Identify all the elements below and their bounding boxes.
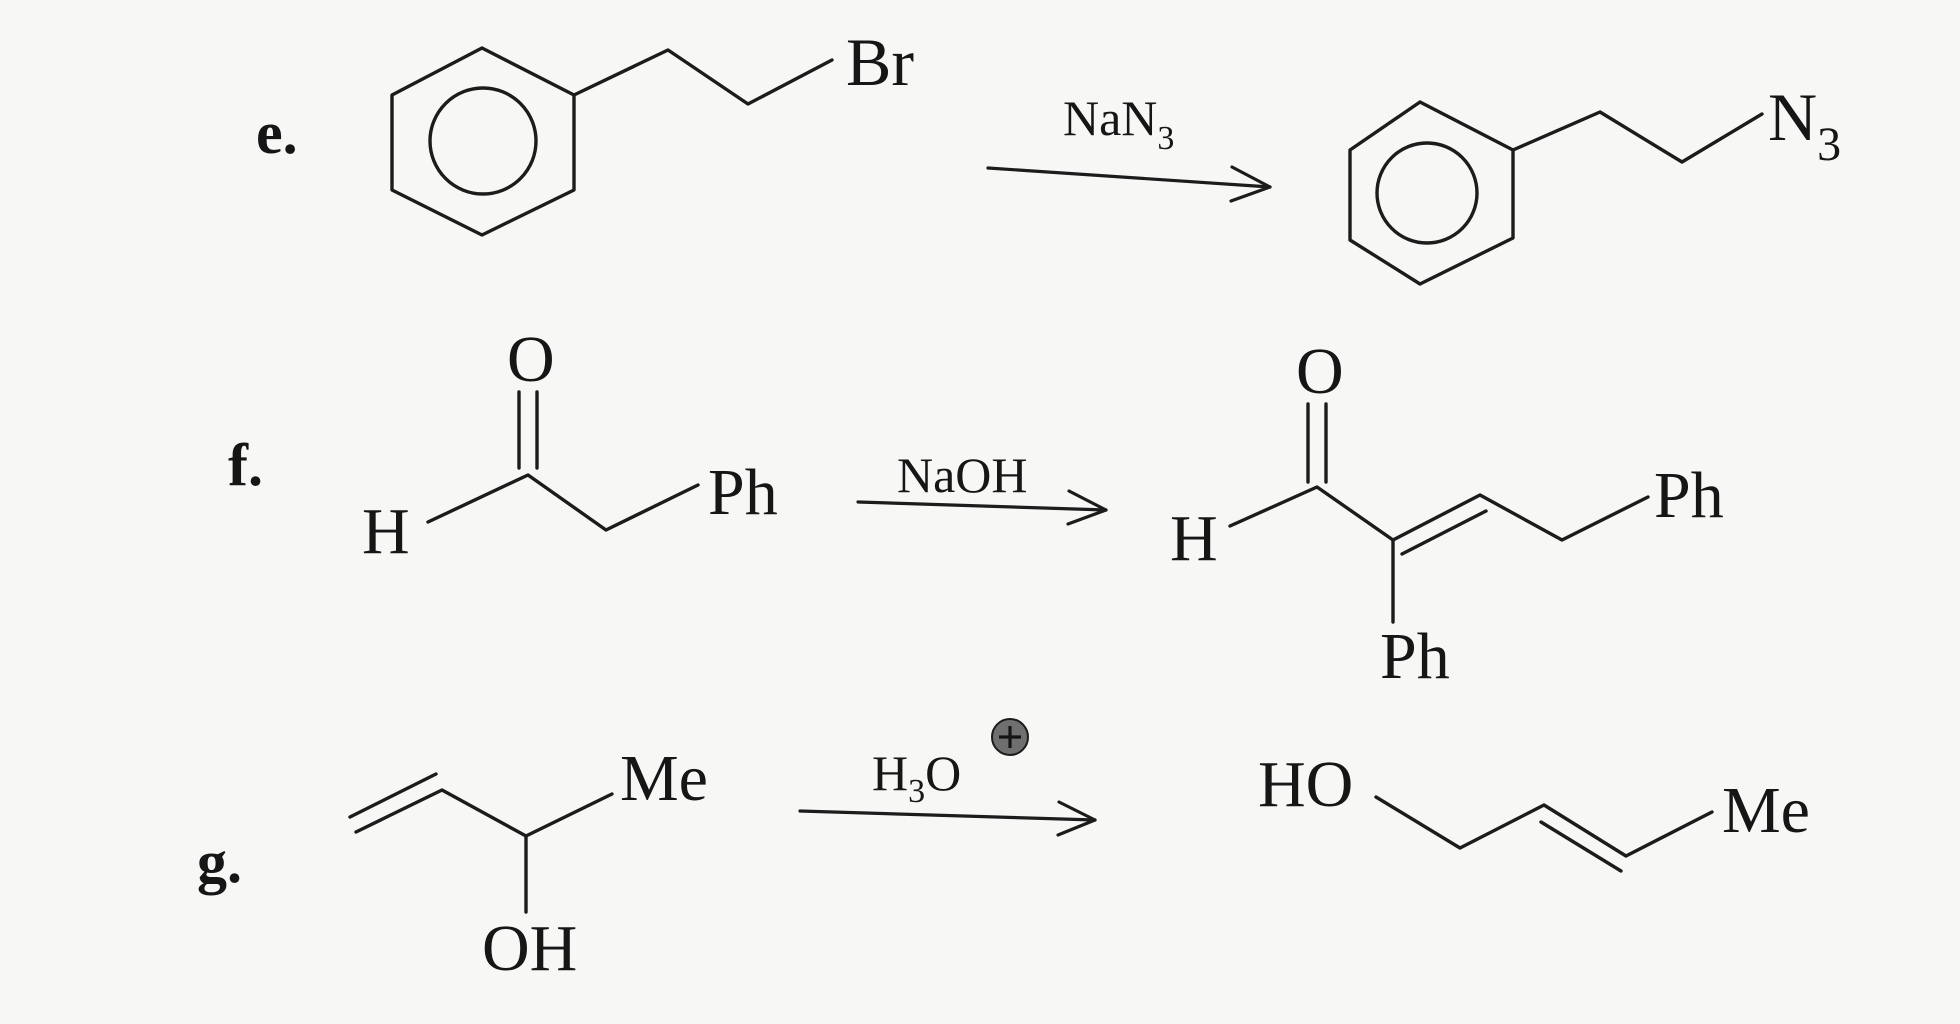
- oxygen-atom: O: [507, 323, 555, 396]
- phenyl-group-lower: Ph: [1380, 620, 1450, 693]
- reactant-e-molecule: Br: [390, 24, 914, 237]
- hydroxyl-group: OH: [482, 912, 577, 985]
- aromatic-circle: [428, 86, 538, 196]
- ethyl-chain: [572, 48, 834, 106]
- reagent-e-text: NaN3: [1063, 90, 1174, 157]
- bromine-atom: Br: [846, 24, 914, 100]
- ethyl-chain: [1511, 110, 1764, 164]
- positive-charge-icon: [991, 718, 1029, 756]
- reagent-e-subscript: 3: [1157, 120, 1174, 157]
- reaction-label-g: g.: [197, 829, 242, 895]
- aromatic-circle: [1375, 141, 1479, 245]
- carbon-chain: [1374, 795, 1714, 858]
- reagent-f: NaOH: [897, 447, 1028, 503]
- benzene-ring: [390, 46, 576, 237]
- carbon-chain: [426, 473, 700, 532]
- reagent-g-subscript: 3: [908, 773, 925, 810]
- hydroxyl-group: HO: [1258, 748, 1353, 821]
- alkene-double-bond: [1400, 509, 1488, 556]
- reaction-g: g. Me OH H3O HO Me: [197, 718, 1810, 985]
- methyl-group: Me: [1722, 774, 1810, 847]
- alkene-double-bond: [348, 772, 438, 819]
- reaction-e: e. Br NaN3 N3: [256, 24, 1841, 286]
- azide-subscript: 3: [1817, 118, 1841, 171]
- reagent-g-text: H3O: [872, 745, 961, 810]
- reaction-arrow-g: [798, 800, 1097, 837]
- reaction-f: f. O H Ph NaOH O H Ph Ph: [228, 323, 1724, 693]
- reactant-g-molecule: Me OH: [348, 742, 708, 985]
- benzene-ring: [1348, 100, 1515, 286]
- carbon-chain: [1228, 485, 1650, 542]
- product-g-molecule: HO Me: [1258, 748, 1810, 873]
- product-f-molecule: O H Ph Ph: [1170, 335, 1724, 693]
- reactant-f-molecule: O H Ph: [362, 323, 778, 568]
- reaction-label-f: f.: [228, 432, 263, 498]
- phenyl-group: Ph: [708, 456, 778, 529]
- oxygen-atom: O: [1296, 335, 1344, 408]
- reagent-e: NaN3: [1063, 90, 1174, 157]
- alkene-double-bond: [1539, 820, 1623, 873]
- reagent-g: H3O: [872, 718, 1029, 810]
- reagent-f-text: NaOH: [897, 447, 1028, 503]
- hydrogen-atom: H: [1170, 502, 1218, 575]
- phenyl-group: Ph: [1654, 459, 1724, 532]
- reaction-arrow-f: [856, 489, 1108, 526]
- reaction-label-e: e.: [256, 100, 298, 166]
- methyl-group: Me: [620, 742, 708, 815]
- hydrogen-atom: H: [362, 495, 410, 568]
- product-e-molecule: N3: [1348, 79, 1841, 286]
- reaction-arrow-e: [986, 165, 1272, 203]
- azide-group: N3: [1768, 79, 1841, 171]
- carbon-chain: [354, 788, 614, 838]
